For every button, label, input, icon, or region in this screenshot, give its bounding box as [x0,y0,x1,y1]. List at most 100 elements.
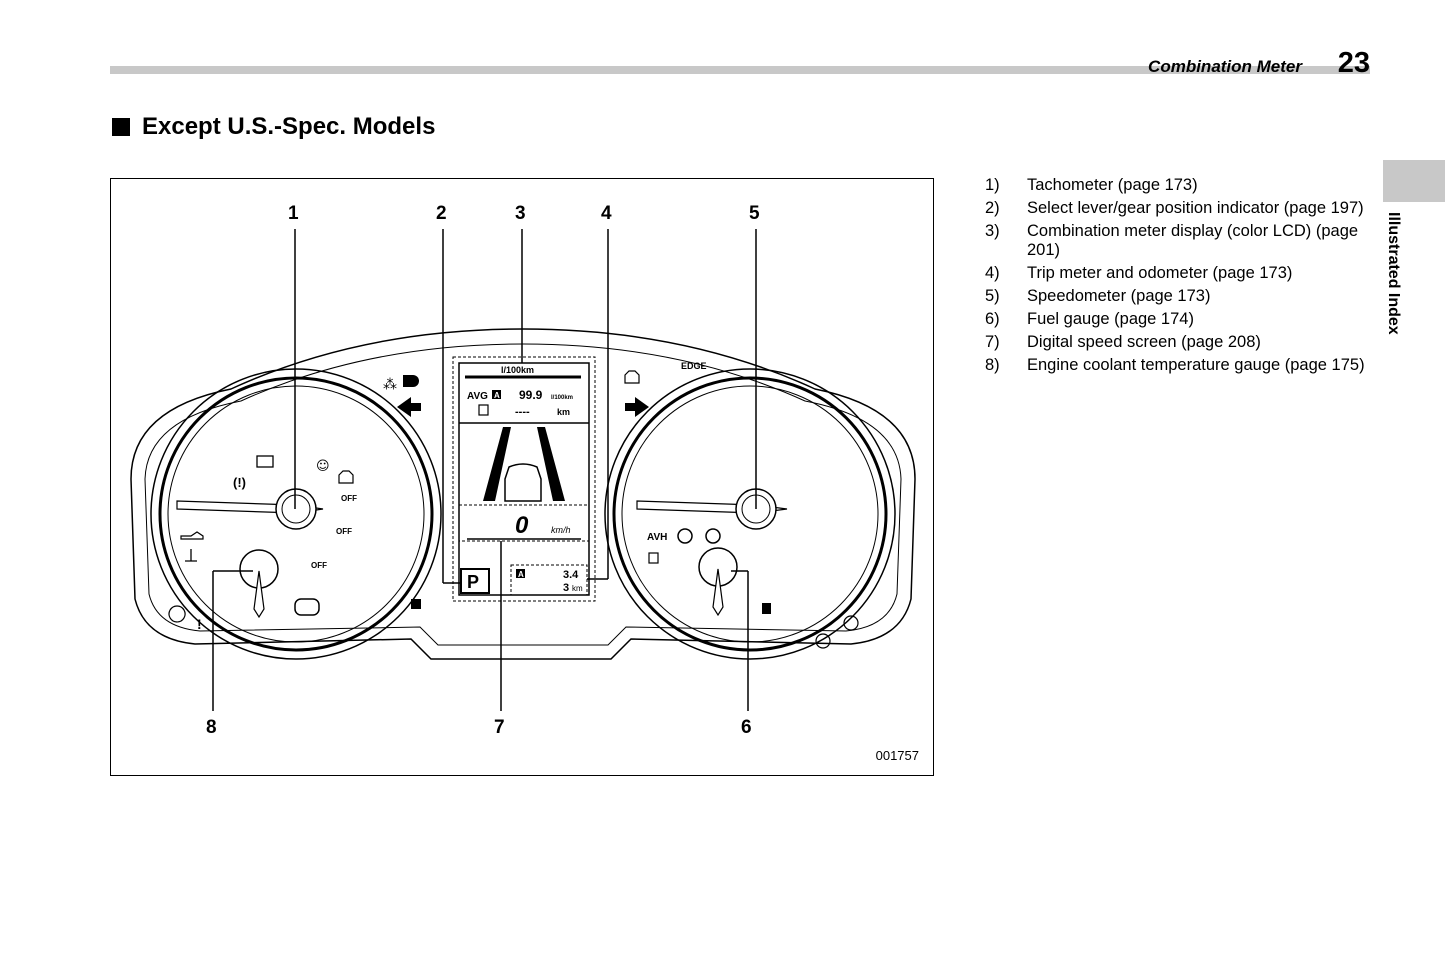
callout-6: 6 [741,717,752,738]
header-rule [110,66,1370,74]
legend-number: 4) [985,264,1000,282]
callout-4: 4 [601,203,612,224]
odo-unit: km [572,584,583,593]
avg-label: AVG [467,391,488,402]
lane-right [537,427,565,501]
legend-text: Engine coolant temperature gauge (page 1… [1027,356,1365,374]
avg-letter-badge [492,390,501,399]
legend-number: 3) [985,222,1000,240]
gear-indicator: P [467,572,479,592]
side-label-text: Illustrated Index [1385,212,1402,335]
callout-8: 8 [206,717,217,738]
legend-number: 8) [985,356,1000,374]
low-fuel-icon [762,603,771,614]
figure-id: 001757 [875,748,919,763]
speedometer-bezel [604,368,896,660]
seatbelt-icon: ☺ [316,459,330,474]
battery-icon [256,455,274,468]
legend-text: Combination meter display (color LCD) (p… [1027,222,1359,259]
car-icon [504,463,542,502]
housing-outline [130,328,916,660]
brake-hold-icon [677,528,693,544]
legend-text: Tachometer (page 173) [1027,176,1198,194]
eyesight-edge-label: EDGE [681,361,707,371]
callout-5: 5 [749,203,760,224]
tachometer-bezel [150,368,442,660]
legend-item: 4) Trip meter and odometer (page 173) [985,264,1370,283]
legend-number: 2) [985,199,1000,217]
section-title-text: Except U.S.-Spec. Models [142,113,436,140]
trip-letter-badge [516,569,525,578]
legend-item: 6) Fuel gauge (page 174) [985,310,1370,329]
vdc-off-label: OFF [341,494,357,503]
range-value: ---- [515,406,530,418]
tachometer-hub-inner [281,494,311,524]
speedometer-ring [612,376,888,652]
right-turn-icon [625,397,649,417]
legend-item: 5) Speedometer (page 173) [985,287,1370,306]
brake-warning-icon [815,633,831,649]
legend-list: 1) Tachometer (page 173) 2) Select lever… [985,176,1370,379]
callout-1: 1 [288,203,299,224]
tachometer-dial [167,385,425,643]
low-oil-icon [185,549,197,562]
legend-text: Select lever/gear position indicator (pa… [1027,199,1364,217]
vdc-icon [338,470,354,484]
legend-item: 1) Tachometer (page 173) [985,176,1370,195]
avg-letter: A [494,391,500,400]
legend-number: 7) [985,333,1000,351]
left-turn-icon [397,397,421,417]
avg-value: 99.9 [519,388,543,402]
section-bullet [112,118,130,136]
legend-number: 1) [985,176,1000,194]
speedometer-dial [621,385,879,643]
sri-off-label: OFF [311,561,327,570]
housing-inner [144,343,902,646]
trip-value: 3.4 [563,569,579,581]
odo-value: 3 [563,582,569,594]
lane-left [483,427,511,501]
headlight-icon [403,375,419,387]
oil-pressure-icon [180,531,204,540]
running-head: Combination Meter [1148,57,1302,76]
digital-speed: 0 [515,512,529,539]
fuel-door-icon [648,552,659,564]
steering-warning-icon [168,605,186,623]
page-number: 23 [1337,47,1370,79]
avg-unit: l/100km [551,395,573,401]
lcd-outer [452,356,596,602]
fuel-needle [712,568,724,617]
legend-item: 7) Digital speed screen (page 208) [985,333,1370,352]
avh-label: AVH [647,532,667,543]
combination-meter-figure: (!) ☺ OFF OFF OFF ! ⁂ EDGE AVH l/100km A… [110,178,934,776]
lcd-screen [458,362,590,596]
legend-number: 6) [985,310,1000,328]
legend-item: 3) Combination meter display (color LCD)… [985,222,1370,260]
speed-unit: km/h [551,525,571,535]
trip-box [510,564,588,596]
section-title: Except U.S.-Spec. Models [112,113,435,141]
side-label: Illustrated Index [1380,212,1406,372]
meter-illustration: (!) ☺ OFF OFF OFF ! ⁂ EDGE AVH l/100km A… [130,229,916,711]
tpms-icon: (!) [233,475,246,490]
legend-text: Digital speed screen (page 208) [1027,333,1261,351]
side-tab [1383,160,1445,202]
exclamation-icon: ! [197,616,202,632]
range-unit: km [557,407,570,417]
legend-text: Speedometer (page 173) [1027,287,1211,305]
legend-item: 8) Engine coolant temperature gauge (pag… [985,356,1370,375]
coolant-needle [253,570,265,619]
gear-box [460,568,490,594]
lane-departure-icon [624,370,640,384]
legend-text: Trip meter and odometer (page 173) [1027,264,1293,282]
security-icon [411,599,421,609]
callout-7: 7 [494,717,505,738]
fog-light-icon: ⁂ [383,377,397,393]
check-engine-icon [294,598,320,616]
legend-item: 2) Select lever/gear position indicator … [985,199,1370,218]
legend-number: 5) [985,287,1000,305]
trip-letter: A [518,570,524,579]
range-fuel-icon [478,404,489,416]
fuel-bar-unit: l/100km [501,365,534,375]
parking-brake-icon [705,528,721,544]
